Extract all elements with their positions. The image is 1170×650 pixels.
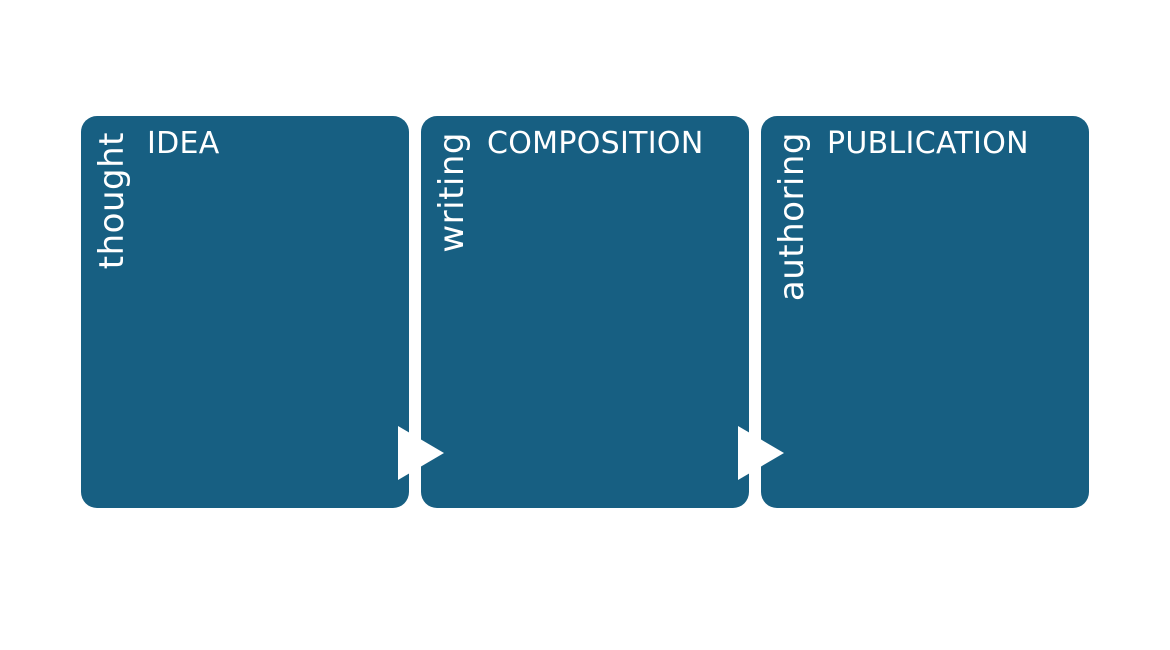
step-box-composition: writing COMPOSITION xyxy=(421,116,749,508)
arrow-right-icon xyxy=(398,426,444,480)
step-title: PUBLICATION xyxy=(827,126,1029,161)
arrow-right-icon xyxy=(738,426,784,480)
step-side-label: writing xyxy=(432,132,472,253)
step-box-publication: authoring PUBLICATION xyxy=(761,116,1089,508)
step-side-label: authoring xyxy=(772,132,812,302)
step-title: COMPOSITION xyxy=(487,126,704,161)
step-side-label: thought xyxy=(92,132,132,270)
step-box-idea: thought IDEA xyxy=(81,116,409,508)
step-title: IDEA xyxy=(147,126,220,161)
